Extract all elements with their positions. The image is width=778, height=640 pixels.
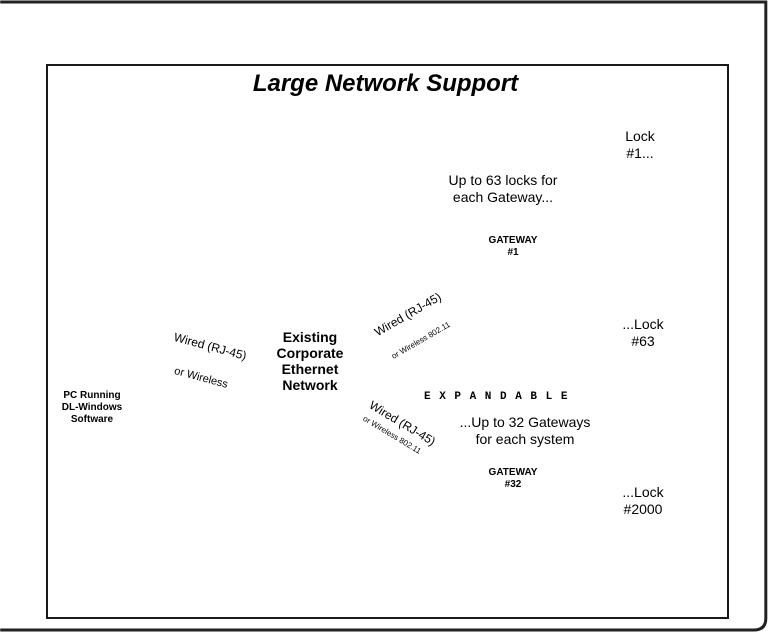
gateway1-label-line1: GATEWAY	[488, 235, 538, 246]
pc-label-line1: PC Running	[63, 390, 121, 401]
network-label-line4: Network	[282, 377, 338, 393]
expandable-label: E X P A N D A B L E	[424, 391, 569, 403]
lock63-label-line1: ...Lock	[622, 316, 664, 332]
network-label: Existing Corporate Ethernet Network	[262, 329, 358, 393]
pc-label: PC Running DL-Windows Software	[52, 390, 132, 426]
locks-note-line2: each Gateway...	[452, 189, 554, 205]
gateway1-label: GATEWAY #1	[474, 235, 552, 259]
lock2000-label-line2: #2000	[623, 501, 663, 517]
locks-per-gateway-note: Up to 63 locks for each Gateway...	[428, 172, 578, 206]
locks-note-line1: Up to 63 locks for	[448, 172, 558, 188]
network-label-line2: Corporate	[276, 345, 344, 361]
gateway32-label-line2: #32	[504, 479, 522, 490]
lock63-label: ...Lock #63	[612, 316, 674, 350]
lock1-label-line2: #1...	[626, 145, 654, 161]
gateway1-label-line2: #1	[507, 247, 519, 258]
network-label-line1: Existing	[282, 329, 338, 345]
diagram-title: Large Network Support	[252, 70, 519, 97]
pc-label-line2: DL-Windows	[61, 402, 123, 413]
lock1-label: Lock #1...	[610, 128, 670, 162]
outer-frame	[0, 0, 768, 632]
pc-label-line3: Software	[70, 414, 114, 425]
gateway32-label-line1: GATEWAY	[488, 467, 538, 478]
diagram-panel	[46, 64, 729, 619]
lock1-label-line1: Lock	[625, 128, 655, 144]
network-label-line3: Ethernet	[281, 361, 339, 377]
gateway32-label: GATEWAY #32	[474, 467, 552, 491]
lock63-label-line2: #63	[631, 333, 655, 349]
gateways-note-line1: ...Up to 32 Gateways	[459, 414, 591, 430]
gateways-note-line2: for each system	[475, 431, 575, 447]
gateways-per-system-note: ...Up to 32 Gateways for each system	[450, 414, 600, 448]
lock2000-label-line1: ...Lock	[622, 484, 664, 500]
lock2000-label: ...Lock #2000	[610, 484, 676, 518]
